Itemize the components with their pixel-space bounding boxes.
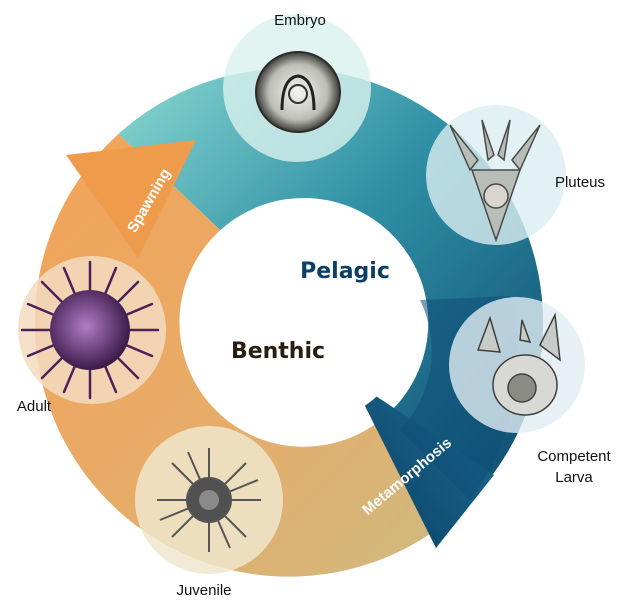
label-competent: Competent bbox=[537, 448, 611, 465]
juvenile-image bbox=[157, 448, 261, 552]
center-disc bbox=[190, 201, 414, 425]
label-larva: Larva bbox=[555, 469, 593, 486]
stage-competent-larva bbox=[449, 297, 585, 433]
metamorphosis-arrowhead bbox=[352, 380, 494, 548]
embryo-image bbox=[255, 51, 341, 133]
competent-larva-image bbox=[476, 312, 561, 416]
zone-label-benthic: Benthic bbox=[231, 339, 325, 364]
spawning-arrowhead bbox=[66, 140, 196, 258]
stage-adult bbox=[18, 256, 166, 404]
label-embryo: Embryo bbox=[274, 12, 326, 29]
label-pluteus: Pluteus bbox=[555, 174, 605, 191]
stage-embryo bbox=[223, 14, 371, 162]
adult-image bbox=[20, 260, 160, 400]
label-juvenile: Juvenile bbox=[176, 582, 231, 599]
zone-label-pelagic: Pelagic bbox=[300, 259, 390, 284]
label-adult: Adult bbox=[17, 398, 52, 415]
stage-pluteus bbox=[426, 105, 566, 245]
stage-juvenile bbox=[135, 426, 283, 574]
pluteus-image bbox=[449, 119, 541, 243]
